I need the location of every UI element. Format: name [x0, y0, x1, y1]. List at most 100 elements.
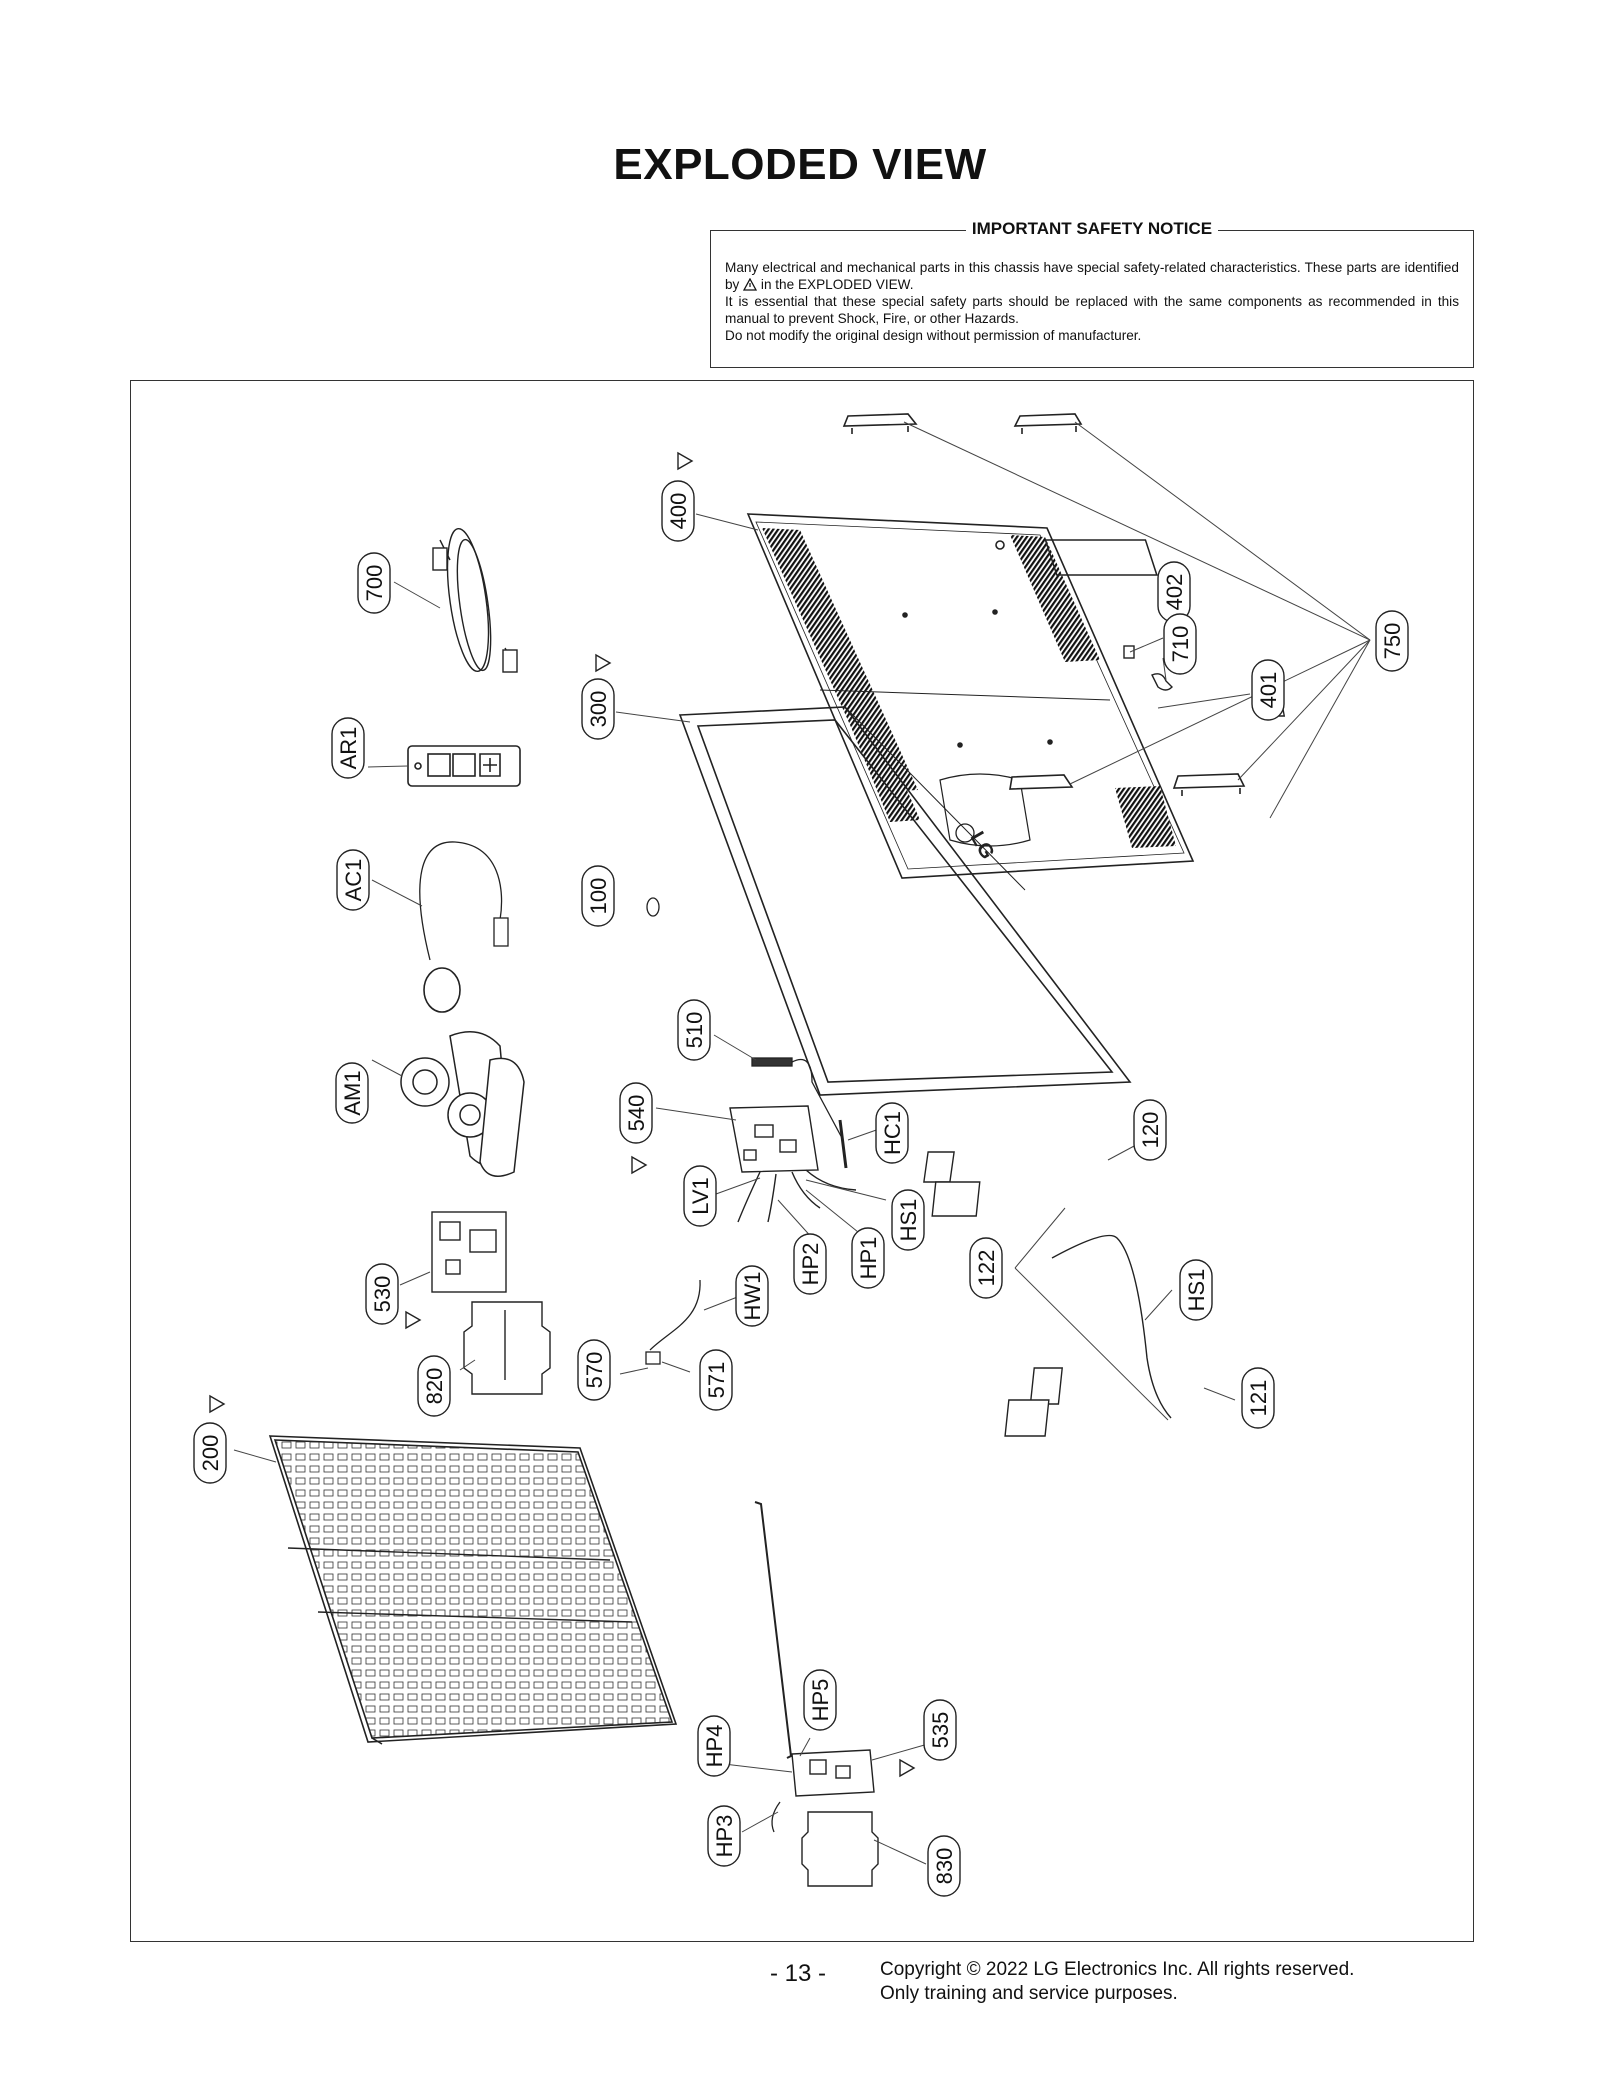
callout-label: 571: [704, 1362, 729, 1399]
notice-line-1a: Many electrical and mechanical parts in …: [725, 260, 1459, 292]
callout-hp3: HP3: [707, 1805, 741, 1867]
callout-balloon: [619, 1082, 653, 1144]
page-number: - 13 -: [770, 1960, 827, 1987]
callout-402: 402: [1157, 561, 1191, 623]
callout-balloon: [969, 1237, 1003, 1299]
callout-balloon: [851, 1227, 885, 1289]
safety-notice-box: IMPORTANT SAFETY NOTICE Many electrical …: [710, 219, 1474, 368]
remote-control-ar1: [407, 745, 521, 787]
callout-balloon: [357, 552, 391, 614]
safety-notice-heading: IMPORTANT SAFETY NOTICE: [965, 219, 1219, 238]
notice-line-2: It is essential that these special safet…: [725, 294, 1459, 326]
callout-label: 570: [582, 1352, 607, 1389]
callout-balloon: [891, 1189, 925, 1251]
speakers-120-121-122: [923, 1151, 1172, 1437]
callout-121: 121: [1241, 1367, 1275, 1429]
tcon-board-535: [791, 1749, 875, 1797]
callout-ac1: AC1: [336, 849, 370, 911]
warning-triangle-icon: [743, 278, 758, 291]
callout-balloon: [697, 1715, 731, 1777]
callout-balloon: [683, 1165, 717, 1227]
callout-label: 100: [586, 878, 611, 915]
callout-label: AR1: [336, 727, 361, 770]
callout-label: 401: [1256, 672, 1281, 709]
callout-label: HW1: [740, 1272, 765, 1321]
callout-hc1: HC1: [875, 1102, 909, 1164]
callout-120: 120: [1133, 1099, 1167, 1161]
power-board-530: [431, 1211, 507, 1293]
callout-label: 830: [932, 1848, 957, 1885]
handles-750: [842, 413, 1246, 796]
callout-balloon: [417, 1355, 451, 1417]
callout-balloon: [365, 1263, 399, 1325]
power-cord-700: [432, 527, 518, 673]
notice-line-3: Do not modify the original design withou…: [725, 328, 1142, 343]
leader-lines: [233, 421, 1371, 1865]
callout-balloon: [927, 1835, 961, 1897]
callout-label: AM1: [340, 1070, 365, 1115]
callout-label: 700: [362, 565, 387, 602]
callout-balloon: [803, 1669, 837, 1731]
callout-label: HS1: [896, 1199, 921, 1242]
callout-100: 100: [581, 865, 615, 927]
callout-label: 402: [1162, 574, 1187, 611]
callout-label: 530: [370, 1276, 395, 1313]
callout-label: 750: [1380, 623, 1405, 660]
shield-820: [463, 1301, 551, 1395]
callout-750: 750: [1375, 610, 1409, 672]
callout-540: 540: [619, 1082, 653, 1144]
callout-balloon: [581, 678, 615, 740]
warning-triangle-icon: [899, 1758, 916, 1778]
callout-label: HP2: [798, 1243, 823, 1286]
callout-hp5: HP5: [803, 1669, 837, 1731]
callout-label: 540: [624, 1095, 649, 1132]
callout-300: 300: [581, 678, 615, 740]
callout-balloon: [336, 849, 370, 911]
callout-lv1: LV1: [683, 1165, 717, 1227]
callout-label: HS1: [1184, 1269, 1209, 1312]
callout-label: HP1: [856, 1237, 881, 1280]
callout-401: 401: [1251, 659, 1285, 721]
callout-hp2: HP2: [793, 1233, 827, 1295]
ir-cable-hw1: [645, 1279, 701, 1365]
stand-am1: [400, 1031, 525, 1177]
callout-hs1b: HS1: [1179, 1259, 1213, 1321]
shield-830: [801, 1811, 879, 1887]
callout-label: 710: [1168, 626, 1193, 663]
cable-hp3: [771, 1801, 781, 1833]
diagram-frame: [130, 380, 1474, 1942]
callout-balloon: [793, 1233, 827, 1295]
callout-830: 830: [927, 1835, 961, 1897]
callout-balloon: [577, 1339, 611, 1401]
callout-balloon: [331, 717, 365, 779]
notice-line-1b: in the EXPLODED VIEW.: [760, 277, 914, 292]
callout-balloon: [1241, 1367, 1275, 1429]
callout-balloon: [699, 1349, 733, 1411]
callout-400: 400: [661, 480, 695, 542]
display-panel-200: [268, 1435, 678, 1745]
callout-label: 535: [928, 1712, 953, 1749]
callout-balloon: [1375, 610, 1409, 672]
callout-hw1: HW1: [735, 1265, 769, 1327]
callout-balloon: [923, 1699, 957, 1761]
callout-balloon: [1133, 1099, 1167, 1161]
callout-balloon: [335, 1062, 369, 1124]
callout-hp4: HP4: [697, 1715, 731, 1777]
callout-balloon: [677, 999, 711, 1061]
callout-balloon: [193, 1422, 227, 1484]
cable-rail: [754, 1501, 793, 1759]
main-board-540: [729, 1105, 857, 1223]
callout-570: 570: [577, 1339, 611, 1401]
callout-label: AC1: [341, 859, 366, 902]
callout-ar1: AR1: [331, 717, 365, 779]
warning-triangle-icon: [405, 1310, 422, 1330]
warning-triangle-icon: [631, 1155, 648, 1175]
warning-triangle-icons: [209, 451, 916, 1778]
middle-frame-300: [678, 706, 1132, 1096]
cable-ac1: [419, 841, 509, 1013]
copyright-block: Copyright © 2022 LG Electronics Inc. All…: [880, 1958, 1354, 2006]
callout-label: HC1: [880, 1111, 905, 1155]
callout-label: LV1: [688, 1177, 713, 1215]
